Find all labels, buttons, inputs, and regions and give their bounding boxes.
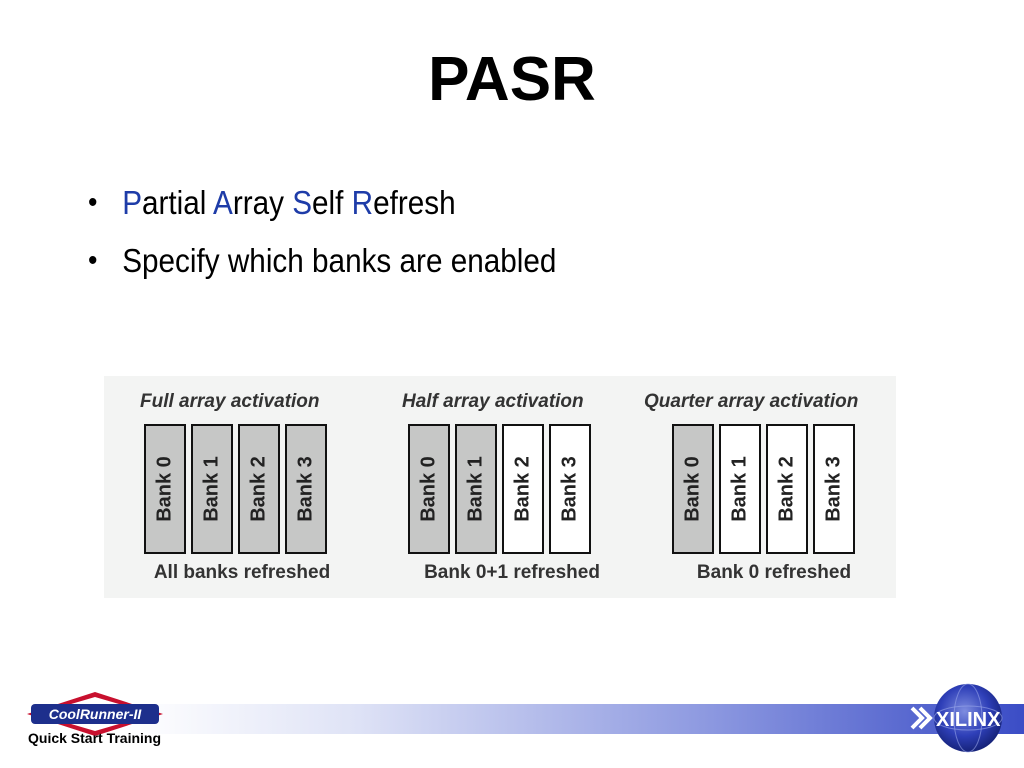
group-caption: All banks refreshed bbox=[153, 562, 331, 583]
bullet-initial-letter: R bbox=[351, 184, 374, 221]
memory-bank: Bank 0 bbox=[672, 424, 714, 554]
bank-label: Bank 0 bbox=[681, 456, 704, 522]
globe-longitude bbox=[953, 683, 983, 753]
bullet-list: • Partial Array Self Refresh • Specify whic… bbox=[88, 178, 608, 294]
globe-icon bbox=[934, 684, 1002, 752]
bullet-item: • Specify which banks are enabled bbox=[88, 236, 556, 294]
bank-label: Bank 3 bbox=[294, 456, 317, 522]
bank-label: Bank 2 bbox=[247, 456, 270, 522]
bullet-text: efresh bbox=[373, 184, 456, 221]
xilinx-mark-icon bbox=[910, 706, 933, 730]
group-caption: Bank 0 refreshed bbox=[696, 562, 852, 583]
logo-band bbox=[31, 704, 159, 724]
bullet-text: Specify which banks are enabled bbox=[122, 242, 557, 279]
bank-row: Bank 0 Bank 1 Bank 2 Bank 3 bbox=[144, 424, 327, 554]
memory-bank: Bank 0 bbox=[408, 424, 450, 554]
bank-label: Bank 1 bbox=[200, 456, 223, 522]
group-title: Half array activation bbox=[402, 391, 584, 412]
brand-text: XILINX bbox=[936, 709, 1001, 731]
footer-caption: Quick Start Training bbox=[28, 730, 162, 746]
bullet-initial-letter: S bbox=[292, 184, 313, 221]
coolrunner-logo: CoolRunner-II bbox=[27, 692, 163, 736]
bank-label: Bank 2 bbox=[511, 456, 534, 522]
footer-gradient-bar bbox=[130, 704, 1024, 734]
bullet-item: • Partial Array Self Refresh bbox=[88, 178, 556, 236]
bank-label: Bank 1 bbox=[728, 456, 751, 522]
bank-label: Bank 0 bbox=[417, 456, 440, 522]
memory-bank: Bank 1 bbox=[191, 424, 233, 554]
bank-label: Bank 2 bbox=[775, 456, 798, 522]
globe-latitude bbox=[933, 705, 1003, 731]
bullet-text: artial bbox=[142, 184, 214, 221]
memory-bank: Bank 3 bbox=[813, 424, 855, 554]
slide-title: PASR bbox=[428, 45, 596, 114]
bullet-text: elf bbox=[312, 184, 352, 221]
bank-label: Bank 1 bbox=[464, 456, 487, 522]
memory-bank: Bank 2 bbox=[238, 424, 280, 554]
logo-text: CoolRunner-II bbox=[49, 706, 143, 722]
bullet-dot: • bbox=[88, 186, 98, 219]
memory-bank: Bank 3 bbox=[285, 424, 327, 554]
bullet-initial-letter: A bbox=[213, 184, 233, 221]
bank-label: Bank 0 bbox=[153, 456, 176, 522]
bank-label: Bank 3 bbox=[822, 456, 845, 522]
memory-bank: Bank 2 bbox=[502, 424, 544, 554]
xilinx-logo: XILINX bbox=[910, 683, 1003, 753]
bullet-text: rray bbox=[232, 184, 293, 221]
bullet-initial-letter: P bbox=[122, 184, 143, 221]
group-title: Quarter array activation bbox=[644, 391, 859, 412]
group-title: Full array activation bbox=[140, 391, 320, 412]
memory-bank: Bank 0 bbox=[144, 424, 186, 554]
memory-bank: Bank 1 bbox=[455, 424, 497, 554]
bank-row: Bank 0 Bank 1 Bank 2 Bank 3 bbox=[408, 424, 591, 554]
memory-bank: Bank 3 bbox=[549, 424, 591, 554]
bank-row: Bank 0 Bank 1 Bank 2 Bank 3 bbox=[672, 424, 855, 554]
bank-label: Bank 3 bbox=[558, 456, 581, 522]
memory-bank: Bank 1 bbox=[719, 424, 761, 554]
memory-bank: Bank 2 bbox=[766, 424, 808, 554]
bullet-dot: • bbox=[88, 244, 98, 277]
group-caption: Bank 0+1 refreshed bbox=[424, 562, 600, 583]
